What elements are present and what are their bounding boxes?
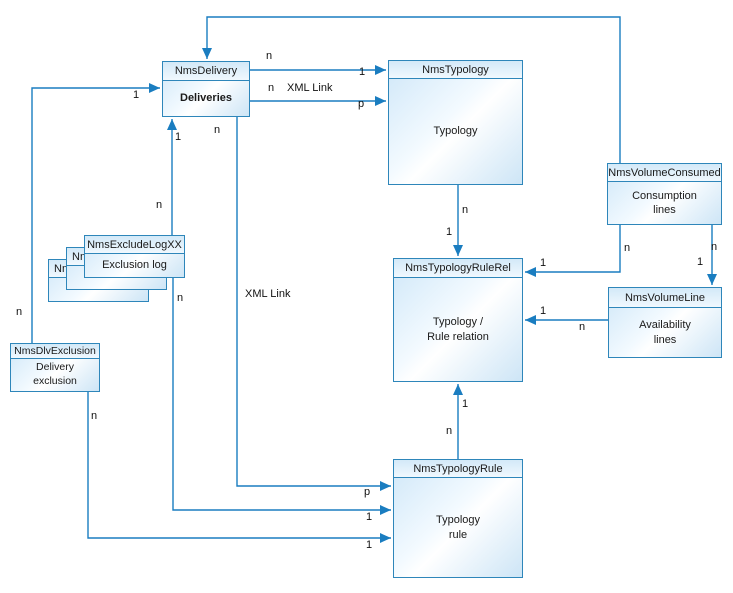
entity-nms-exclude-log[interactable]: NmsExcludeLogXX Exclusion log <box>84 235 185 278</box>
entity-body: Consumption lines <box>632 189 697 216</box>
link-type-label: XML Link <box>245 288 291 300</box>
multiplicity-label: n <box>624 242 631 254</box>
entity-body: Exclusion log <box>102 259 167 272</box>
entity-title: NmsTypologyRule <box>394 460 522 478</box>
multiplicity-label: n <box>268 82 275 94</box>
multiplicity-label: n <box>462 204 469 216</box>
multiplicity-label: 1 <box>359 66 366 78</box>
multiplicity-label: 1 <box>175 131 182 143</box>
multiplicity-label: n <box>711 241 718 253</box>
entity-title: NmsDelivery <box>163 62 249 81</box>
multiplicity-label: n <box>16 306 23 318</box>
connector-excludelog-typologyrule[interactable] <box>172 278 391 515</box>
entity-title: NmsExcludeLogXX <box>85 236 184 254</box>
entity-title: NmsTypologyRuleRel <box>394 259 522 278</box>
multiplicity-label: 1 <box>133 89 140 101</box>
link-type-label: XML Link <box>287 82 333 94</box>
multiplicity-label: 1 <box>462 398 469 410</box>
multiplicity-label: 1 <box>540 305 547 317</box>
connector-volumeconsumed-rulerel[interactable] <box>525 225 621 277</box>
entity-body: Typology rule <box>435 514 481 541</box>
multiplicity-label: 1 <box>366 539 373 551</box>
multiplicity-label: 1 <box>540 257 547 269</box>
entity-nms-dlv-exclusion[interactable]: NmsDlvExclusion Delivery exclusion <box>10 343 100 392</box>
multiplicity-label: 1 <box>366 511 373 523</box>
entity-title: NmsVolumeConsumed <box>608 164 721 182</box>
entity-body: Availability lines <box>639 319 691 346</box>
multiplicity-label: n <box>266 50 273 62</box>
entity-nms-volume-line[interactable]: NmsVolumeLine Availability lines <box>608 287 722 358</box>
entity-nms-delivery[interactable]: NmsDelivery Deliveries <box>162 61 250 117</box>
entity-nms-volume-consumed[interactable]: NmsVolumeConsumed Consumption lines <box>607 163 722 225</box>
entity-title: NmsTypology <box>389 61 522 79</box>
multiplicity-label: n <box>156 199 163 211</box>
multiplicity-label: n <box>446 425 453 437</box>
entity-title: NmsDlvExclusion <box>11 344 99 359</box>
connector-delivery-typologyrule-xml[interactable] <box>236 117 391 491</box>
multiplicity-label: n <box>91 410 98 422</box>
multiplicity-label: p <box>364 486 371 498</box>
multiplicity-label: n <box>579 321 586 333</box>
connector-volumeconsumed-delivery[interactable] <box>202 16 621 163</box>
entity-title: NmsVolumeLine <box>609 288 721 308</box>
entity-body: Typology <box>433 125 478 138</box>
connector-dlvexclusion-delivery[interactable] <box>31 83 160 343</box>
multiplicity-label: n <box>177 292 184 304</box>
entity-nms-typology-rule-rel[interactable]: NmsTypologyRuleRel Typology / Rule relat… <box>393 258 523 382</box>
multiplicity-label: 1 <box>446 226 453 238</box>
connector-dlvexclusion-typologyrule[interactable] <box>87 392 391 543</box>
multiplicity-label: p <box>358 98 365 110</box>
multiplicity-label: n <box>214 124 221 136</box>
entity-body: Delivery exclusion <box>33 361 77 387</box>
entity-body: Typology / Rule relation <box>427 316 489 343</box>
multiplicity-label: 1 <box>697 256 704 268</box>
entity-body: Deliveries <box>180 92 232 105</box>
entity-nms-typology-rule[interactable]: NmsTypologyRule Typology rule <box>393 459 523 578</box>
entity-nms-typology[interactable]: NmsTypology Typology <box>388 60 523 185</box>
